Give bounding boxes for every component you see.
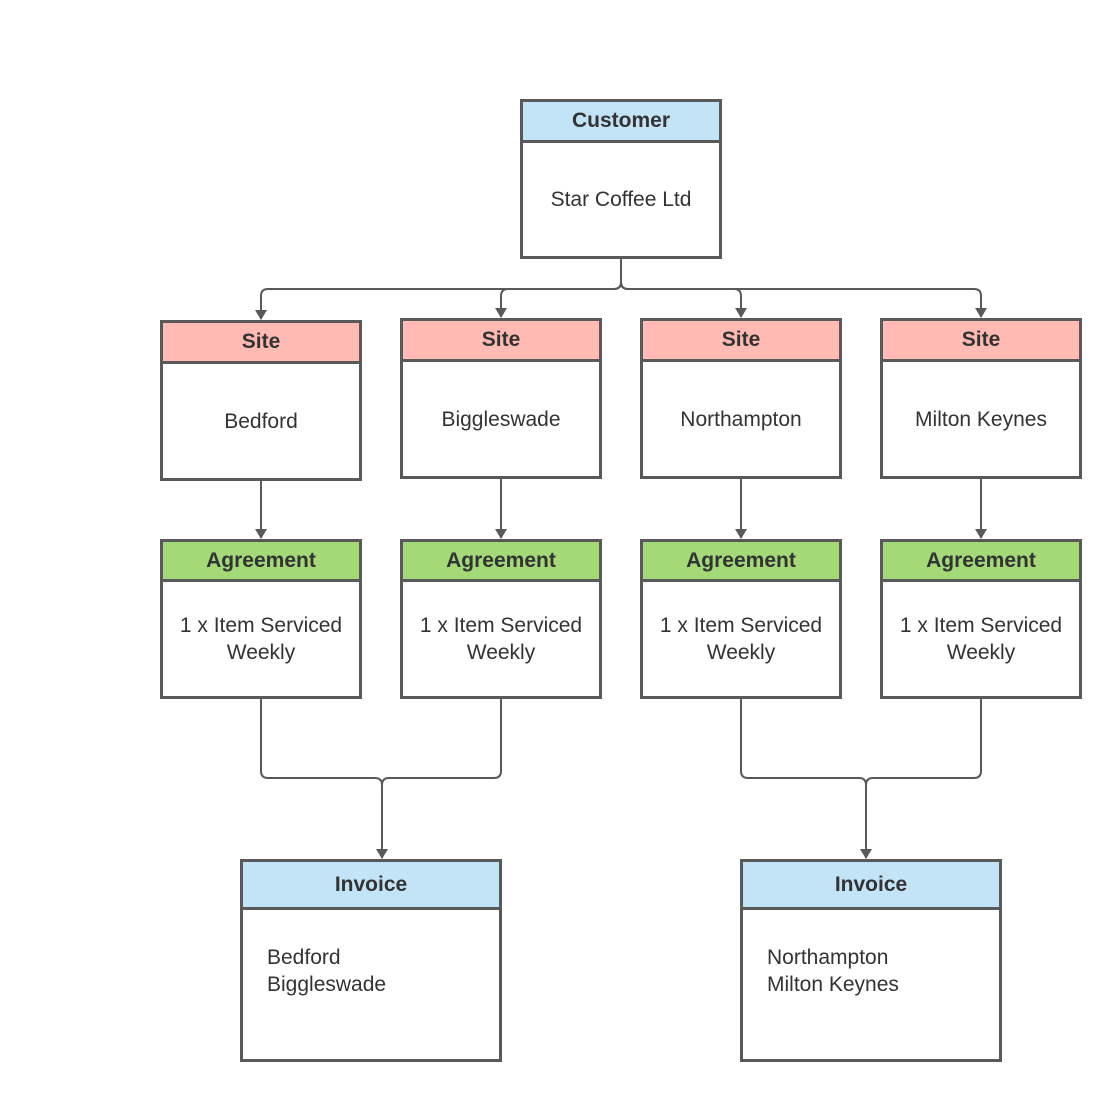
- agreement-line-2: Weekly: [946, 641, 1016, 664]
- connector-agreements-to-invoice-2: [740, 698, 872, 859]
- agreement-line-2: Weekly: [706, 641, 776, 664]
- agreement-line-1: 1 x Item Serviced: [899, 614, 1063, 637]
- invoice-header: Invoice: [743, 862, 999, 910]
- site-node-bedford: Site Bedford: [160, 320, 362, 481]
- agreement-header: Agreement: [643, 542, 839, 582]
- invoice-line-1: Northampton: [767, 946, 889, 969]
- site-header: Site: [163, 323, 359, 364]
- invoice-line-2: Milton Keynes: [767, 973, 899, 996]
- customer-node: Customer Star Coffee Ltd: [520, 99, 722, 259]
- connector-agreement-4-to-invoice-2: [865, 698, 982, 786]
- connector-agreements-to-invoice-1: [260, 698, 388, 859]
- connector-customer-to-site-milton-keynes: [620, 281, 987, 318]
- site-header: Site: [643, 321, 839, 362]
- site-name: Northampton: [680, 407, 802, 431]
- agreement-line-2: Weekly: [466, 641, 536, 664]
- site-name: Bedford: [224, 409, 298, 433]
- site-node-biggleswade: Site Biggleswade: [400, 318, 602, 479]
- agreement-line-1: 1 x Item Serviced: [419, 614, 583, 637]
- agreement-line-1: 1 x Item Serviced: [659, 614, 823, 637]
- agreement-line-2: Weekly: [226, 641, 296, 664]
- invoice-header: Invoice: [243, 862, 499, 910]
- site-node-milton-keynes: Site Milton Keynes: [880, 318, 1082, 479]
- site-name: Milton Keynes: [915, 407, 1047, 431]
- site-header: Site: [883, 321, 1079, 362]
- invoice-line-2: Biggleswade: [267, 973, 387, 996]
- agreement-header: Agreement: [163, 542, 359, 582]
- agreement-line-1: 1 x Item Serviced: [179, 614, 343, 637]
- invoice-line-1: Bedford: [267, 946, 341, 969]
- agreement-header: Agreement: [883, 542, 1079, 582]
- connector-customer-to-site-biggleswade: [495, 281, 622, 318]
- customer-name: Star Coffee Ltd: [550, 188, 692, 211]
- site-node-northampton: Site Northampton: [640, 318, 842, 479]
- customer-header: Customer: [523, 102, 719, 143]
- site-header: Site: [403, 321, 599, 362]
- site-name: Biggleswade: [441, 407, 561, 431]
- connector-customer-to-site-northampton: [620, 281, 747, 318]
- agreement-header: Agreement: [403, 542, 599, 582]
- connector-agreement-2-to-invoice-1: [381, 698, 502, 786]
